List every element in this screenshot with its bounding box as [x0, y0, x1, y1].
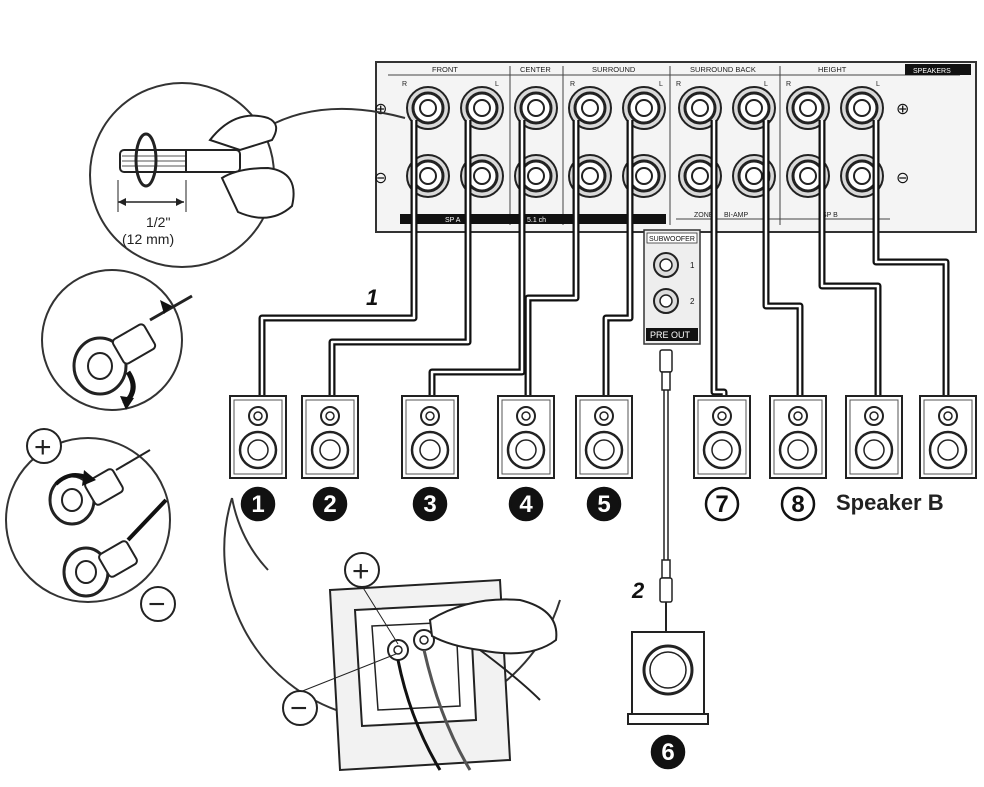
height-r-label: R	[786, 81, 791, 88]
speaker-rear-detail	[223, 497, 561, 772]
wire-strip-detail: 1/2" (12 mm)	[89, 82, 406, 268]
ch51-label: 5.1 ch	[527, 217, 546, 224]
speaker-number-badge-5: 5	[586, 486, 622, 522]
rear-plus-sign: +	[352, 555, 370, 588]
minus-marker-left: ⊖	[374, 170, 387, 187]
subwoofer	[627, 631, 709, 725]
speakers-header: SPEAKERS	[913, 68, 951, 75]
speaker-cable-5	[602, 120, 634, 396]
speakers	[229, 395, 977, 479]
speaker-number-3: 3	[423, 491, 436, 518]
front-l-label: L	[495, 81, 499, 88]
speaker-number-badge-1: 1	[240, 486, 276, 522]
surround-back-l-label: L	[764, 81, 768, 88]
subwoofer-rca-cable	[659, 349, 673, 632]
speakers-label-bar	[905, 64, 971, 75]
strip-length-mm: (12 mm)	[122, 231, 174, 247]
speaker-cable-9	[872, 120, 950, 396]
speaker-9	[919, 395, 977, 479]
speaker-2	[301, 395, 359, 479]
speaker-number-badge-4: 4	[508, 486, 544, 522]
speaker-cable-7	[762, 120, 804, 396]
speaker-cable-8	[818, 120, 882, 396]
surround-back-header: SURROUND BACK	[690, 65, 756, 74]
surround-back-r-label: R	[676, 81, 681, 88]
bi-amp-label: BI-AMP	[724, 212, 748, 219]
positive-terminal-8	[786, 86, 830, 130]
strip-length-inch: 1/2"	[146, 214, 170, 230]
receiver-rear-panel: SPEAKERS FRONT CENTER SURROUND SURROUND …	[374, 61, 977, 233]
speaker-number-badge-7: 7	[704, 486, 740, 522]
surround-r-label: R	[570, 81, 575, 88]
speaker-8	[845, 395, 903, 479]
subwoofer-title: SUBWOOFER	[649, 236, 695, 243]
speaker-cable-6	[710, 120, 728, 396]
terminal-insert-detail	[41, 269, 193, 411]
terminal-posts	[406, 86, 884, 198]
plus-sign: +	[34, 431, 52, 464]
speaker-b-label: Speaker B	[836, 490, 944, 515]
speaker-number-badge-3: 3	[412, 486, 448, 522]
positive-terminal-4	[568, 86, 612, 130]
minus-sign-circle	[140, 586, 176, 622]
surround-l-label: L	[659, 81, 663, 88]
plus-marker-right: ⊕	[896, 101, 909, 118]
minus-sign: −	[148, 588, 166, 621]
speaker-cable-2	[328, 120, 472, 396]
rear-minus-sign-circle	[282, 690, 318, 726]
speaker-number-badge-6: 6	[650, 734, 686, 770]
step-1-label: 1	[366, 285, 378, 310]
subwoofer-pre-out-panel: SUBWOOFER 1 2 PRE OUT	[643, 229, 701, 345]
speaker-3	[401, 395, 459, 479]
surround-header: SURROUND	[592, 65, 636, 74]
positive-terminal-3	[514, 86, 558, 130]
height-l-label: L	[876, 81, 880, 88]
speaker-number-6: 6	[661, 739, 674, 766]
speaker-cable-4	[524, 120, 580, 396]
positive-terminal-5	[622, 86, 666, 130]
speaker-number-8: 8	[791, 491, 804, 518]
speaker-number-2: 2	[323, 491, 336, 518]
speaker-number-badge-2: 2	[312, 486, 348, 522]
speaker-cables	[258, 120, 950, 396]
terminal-tighten-detail	[5, 437, 171, 603]
speaker-number-4: 4	[519, 491, 533, 518]
positive-terminal-1	[406, 86, 450, 130]
front-header: FRONT	[432, 65, 458, 74]
pre-out-jack-1-label: 1	[690, 261, 695, 270]
speaker-number-badge-8: 8	[780, 486, 816, 522]
rear-minus-sign: −	[290, 692, 308, 725]
step-2-label: 2	[631, 578, 645, 603]
speaker-4	[497, 395, 555, 479]
positive-terminal-6	[678, 86, 722, 130]
center-header: CENTER	[520, 65, 551, 74]
zone-label: ZONE	[694, 212, 714, 219]
sp-a-label: SP A	[445, 217, 461, 224]
plus-sign-circle	[26, 428, 62, 464]
rear-plus-sign-circle	[344, 552, 380, 588]
speaker-cable-3	[428, 120, 526, 396]
sp-b-label: SP B	[822, 212, 838, 219]
positive-terminal-7	[732, 86, 776, 130]
speaker-7	[769, 395, 827, 479]
height-header: HEIGHT	[818, 65, 847, 74]
front-r-label: R	[402, 81, 407, 88]
positive-terminal-2	[460, 86, 504, 130]
pre-out-jack-2-label: 2	[690, 297, 695, 306]
pre-out-label: PRE OUT	[650, 330, 691, 340]
speaker-number-1: 1	[251, 491, 264, 518]
speaker-5	[575, 395, 633, 479]
speaker-cable-1	[258, 120, 418, 396]
speaker-number-5: 5	[597, 491, 610, 518]
speaker-number-7: 7	[715, 491, 728, 518]
speaker-1	[229, 395, 287, 479]
minus-marker-right: ⊖	[896, 170, 909, 187]
speaker-number-badges: 1 2 3 4 5 7 8 6	[240, 486, 816, 770]
negative-terminal-8	[786, 154, 830, 198]
speaker-6	[693, 395, 751, 479]
positive-terminal-9	[840, 86, 884, 130]
plus-marker-left: ⊕	[374, 101, 387, 118]
